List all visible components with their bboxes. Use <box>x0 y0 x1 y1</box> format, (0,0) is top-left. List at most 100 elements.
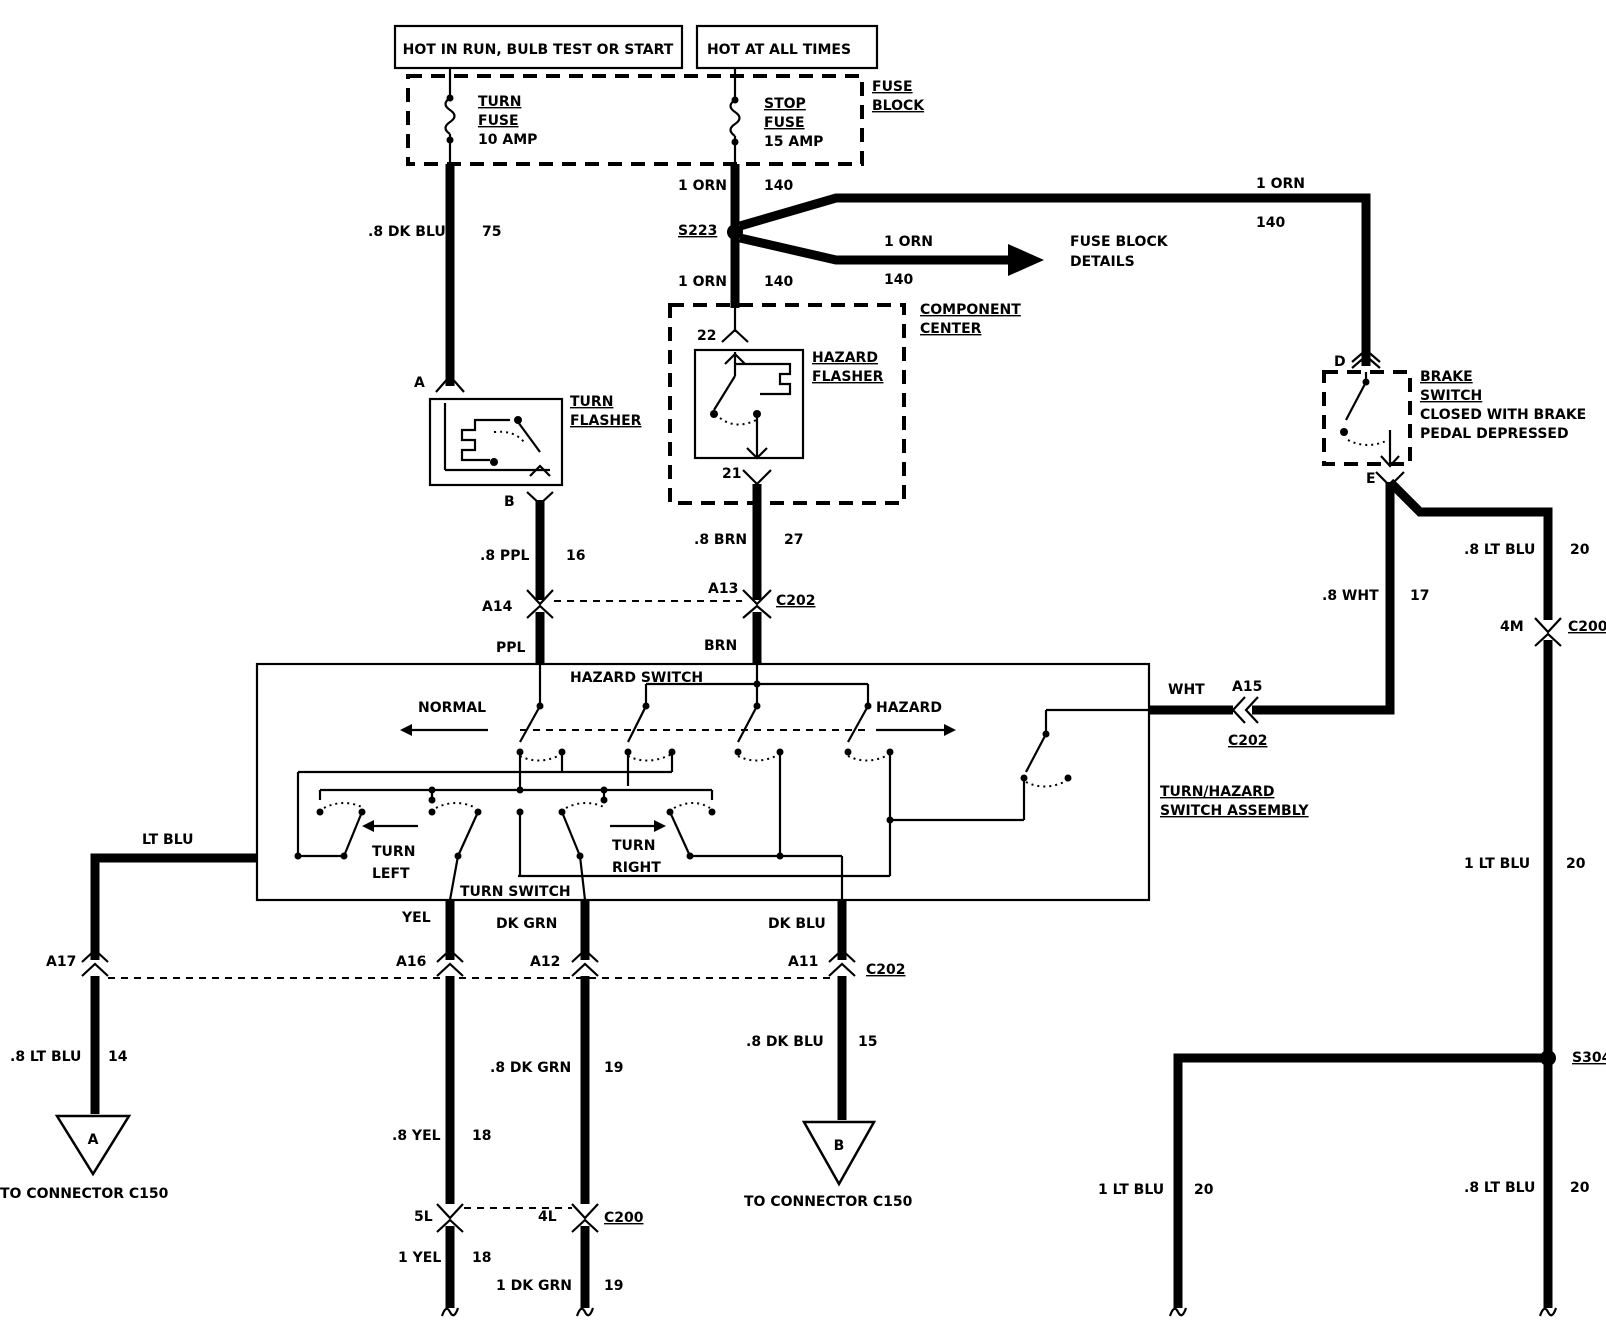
hot-all-times-label: HOT AT ALL TIMES <box>707 42 851 58</box>
wire-140-lower: 1 ORN 140 <box>678 232 793 308</box>
wire-140a-circuit: 140 <box>764 178 793 194</box>
hazard-flasher: HAZARD FLASHER <box>693 348 884 460</box>
turn-left-label-2: LEFT <box>372 866 410 882</box>
wire-20c-circuit: 20 <box>1194 1182 1214 1198</box>
connector-c200-right: C200 <box>1568 619 1606 635</box>
wire-140d-circuit: 140 <box>764 274 793 290</box>
terminal-b-label: B <box>834 1138 845 1154</box>
wire-14-circuit: 14 <box>108 1049 128 1065</box>
brake-switch-outline <box>1322 370 1412 466</box>
brake-switch-label-2: SWITCH <box>1420 388 1482 404</box>
wire-15-circuit: 15 <box>858 1034 877 1050</box>
brake-switch: BRAKE SWITCH CLOSED WITH BRAKE PEDAL DEP… <box>1322 369 1586 468</box>
component-center-outline <box>668 303 906 505</box>
wire-140b-color: 1 ORN <box>1256 176 1305 192</box>
wire-18a-color: .8 YEL <box>392 1128 441 1144</box>
splice-s304-label: S304 <box>1572 1050 1606 1066</box>
wire-14-color: .8 LT BLU <box>10 1049 81 1065</box>
hazard-flasher-label-1: HAZARD <box>812 350 878 366</box>
fuse-block-label-1: FUSE <box>872 79 913 95</box>
flasher-icon <box>710 352 792 460</box>
wire-140b-circuit: 140 <box>1256 215 1285 231</box>
wire-yel-label: YEL <box>401 910 431 926</box>
terminal-a: A TO CONNECTOR C150 <box>0 1114 169 1202</box>
pin-4l: 4L <box>538 1209 557 1225</box>
wire-18b-color: 1 YEL <box>398 1250 441 1266</box>
wire-dkblu-label: DK BLU <box>768 916 826 932</box>
pin-a17: A17 <box>46 954 76 970</box>
splice-s223-label: S223 <box>678 223 717 239</box>
wire-20a-color: .8 LT BLU <box>1464 542 1535 558</box>
wire-ltblu-label: LT BLU <box>142 832 194 848</box>
turn-fuse-label-2: FUSE <box>478 113 519 129</box>
fuse-block-details-2: DETAILS <box>1070 254 1135 270</box>
wire-20c-color: 1 LT BLU <box>1098 1182 1164 1198</box>
turn-right-label-1: TURN <box>612 838 655 854</box>
wire-break-icon <box>1538 1307 1558 1317</box>
fuse-block-outline <box>406 74 864 166</box>
turn-flasher: TURN FLASHER <box>428 394 642 487</box>
connector-c200-bottom: C200 <box>604 1210 644 1226</box>
turn-flasher-box <box>428 397 564 487</box>
turn-flasher-label-1: TURN <box>570 394 613 410</box>
turn-right-label-2: RIGHT <box>612 860 661 876</box>
wire-18a-circuit: 18 <box>472 1128 491 1144</box>
wire-16-circuit: 16 <box>566 548 585 564</box>
pin-a11: A11 <box>788 954 818 970</box>
power-source-labels: HOT IN RUN, BULB TEST OR START HOT AT AL… <box>393 24 879 76</box>
wire-140-to-brake: 1 ORN 140 <box>738 176 1371 366</box>
stop-fuse-label-1: STOP <box>764 96 806 112</box>
normal-label: NORMAL <box>418 700 486 716</box>
hot-all-times-box <box>695 24 879 70</box>
switch-assembly-label-1: TURN/HAZARD <box>1160 784 1274 800</box>
wire-break-icon <box>1168 1307 1188 1317</box>
turn-hazard-switch-assembly: TURN/HAZARD SWITCH ASSEMBLY HAZARD SWITC… <box>255 662 1309 902</box>
hazard-flasher-box <box>693 348 805 460</box>
wire-14: LT BLU .8 LT BLU 14 <box>10 832 257 1114</box>
wire-break-icon <box>440 1307 460 1317</box>
switch-icon <box>1340 372 1400 468</box>
wire-140a-color: 1 ORN <box>678 178 727 194</box>
component-center: COMPONENT CENTER <box>668 302 1021 505</box>
wire-140d-color: 1 ORN <box>678 274 727 290</box>
wire-brn-label: BRN <box>704 638 737 654</box>
hazard-flasher-pin-21: 21 <box>722 466 741 482</box>
fuse-block: FUSE BLOCK TURN FUSE 10 AMP STOP FUSE 15… <box>406 74 925 166</box>
wire-20-left-branch: 1 LT BLU 20 <box>1098 1053 1548 1317</box>
hot-in-run-box <box>393 24 684 70</box>
stop-fuse-rating: 15 AMP <box>764 134 823 150</box>
brake-switch-label-1: BRAKE <box>1420 369 1473 385</box>
hazard-flasher-label-2: FLASHER <box>812 369 884 385</box>
wire-16-color: .8 PPL <box>480 548 529 564</box>
wire-17: .8 WHT 17 <box>1252 482 1429 715</box>
wire-20-lower: .8 LT BLU 20 <box>1464 1058 1590 1317</box>
wire-27: .8 BRN 27 <box>694 484 803 664</box>
terminal-a-icon <box>54 1114 132 1177</box>
brake-switch-pin-d: D <box>1334 354 1346 370</box>
wire-20-middle: 1 LT BLU 20 <box>1464 640 1586 1058</box>
terminal-a-label: A <box>88 1132 99 1148</box>
wire-20b-color: 1 LT BLU <box>1464 856 1530 872</box>
pin-a12: A12 <box>530 954 560 970</box>
terminal-b: B TO CONNECTOR C150 <box>744 1120 913 1210</box>
hazard-switch-label: HAZARD SWITCH <box>570 670 703 686</box>
connector-c202-right: C202 <box>1228 733 1268 749</box>
brake-switch-label-4: PEDAL DEPRESSED <box>1420 426 1569 442</box>
turn-flasher-pin-a: A <box>414 375 425 391</box>
turn-switch-label: TURN SWITCH <box>460 884 571 900</box>
hot-in-run-label: HOT IN RUN, BULB TEST OR START <box>403 42 674 58</box>
pin-a14: A14 <box>482 599 513 615</box>
wire-20b-circuit: 20 <box>1566 856 1586 872</box>
wire-75: .8 DK BLU 75 <box>368 164 501 393</box>
wire-140-upper: 1 ORN 140 <box>678 164 793 232</box>
wire-20d-color: .8 LT BLU <box>1464 1180 1535 1196</box>
terminal-b-destination: TO CONNECTOR C150 <box>744 1194 913 1210</box>
terminal-b-icon <box>801 1120 877 1187</box>
arrow-right-icon <box>944 724 956 736</box>
arrow-left-icon <box>362 820 374 832</box>
pin-a13: A13 <box>708 581 738 597</box>
wire-140c-circuit: 140 <box>884 272 913 288</box>
turn-fuse-icon <box>444 76 456 164</box>
wire-17-color: .8 WHT <box>1322 588 1379 604</box>
wire-140-to-details: 1 ORN 140 FUSE BLOCK DETAILS <box>738 233 1169 288</box>
